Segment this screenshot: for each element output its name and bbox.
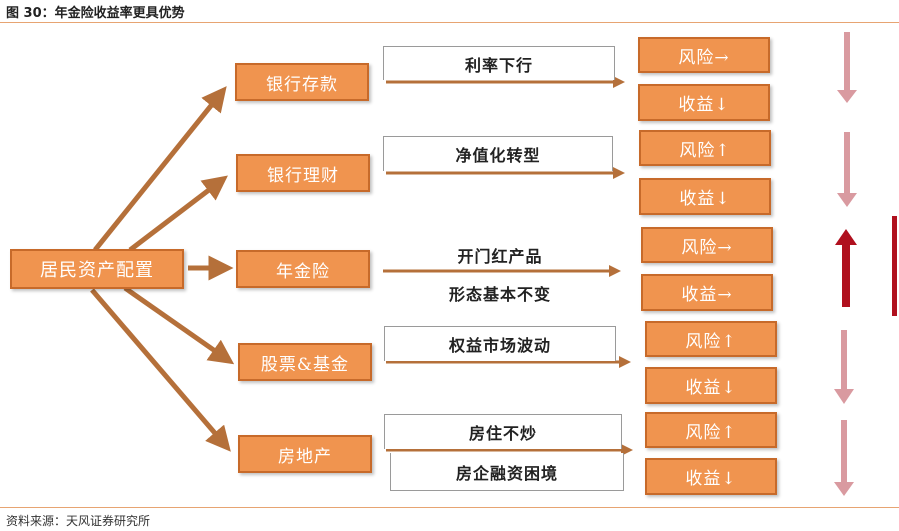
trend-arrows	[383, 76, 633, 456]
trend-box-4: 权益市场波动	[384, 326, 616, 361]
return-box-2: 收益↓	[639, 178, 771, 215]
figure-title: 图 30：年金险收益率更具优势	[6, 6, 185, 21]
trend-label-3a: 开门红产品	[457, 247, 543, 266]
trend-box-2: 净值化转型	[383, 136, 613, 171]
category-annuity: 年金险	[236, 250, 370, 288]
down-arrow-2	[837, 132, 857, 207]
arrow-to-bank-wealth	[128, 175, 228, 252]
direction-arrows	[834, 32, 897, 496]
risk-box-2: 风险↑	[639, 130, 771, 166]
source-note: 资料来源：天风证券研究所	[6, 514, 151, 528]
risk-box-1: 风险→	[638, 37, 770, 73]
category-bank-wealth: 银行理财	[236, 154, 370, 192]
return-box-5: 收益↓	[645, 458, 777, 495]
root-node: 居民资产配置	[10, 249, 184, 289]
branch-arrows	[90, 86, 235, 452]
arrow-to-stocks-funds	[123, 285, 235, 365]
top-rule	[0, 22, 899, 23]
down-arrow-4	[834, 330, 854, 404]
bottom-rule	[0, 507, 899, 508]
return-box-3: 收益→	[641, 274, 773, 311]
trend-box-5a: 房住不炒	[384, 414, 622, 449]
risk-box-5: 风险↑	[645, 412, 777, 448]
trend-label-3b: 形态基本不变	[448, 285, 551, 304]
category-bank-deposit: 银行存款	[235, 63, 369, 101]
return-box-4: 收益↓	[645, 367, 777, 404]
trend-box-5b: 房企融资困境	[390, 453, 624, 491]
up-arrow-3	[835, 229, 857, 307]
down-arrow-1	[837, 32, 857, 103]
down-arrow-5	[834, 420, 854, 496]
trend-box-1: 利率下行	[383, 46, 615, 80]
risk-box-4: 风险↑	[645, 321, 777, 357]
risk-box-3: 风险→	[641, 227, 773, 263]
arrow-to-real-estate	[90, 288, 231, 452]
highlight-bar	[892, 216, 897, 316]
arrow-to-bank-deposit	[93, 86, 227, 252]
return-box-1: 收益↓	[638, 84, 770, 121]
category-stocks-funds: 股票&基金	[238, 343, 372, 381]
category-real-estate: 房地产	[238, 435, 372, 473]
